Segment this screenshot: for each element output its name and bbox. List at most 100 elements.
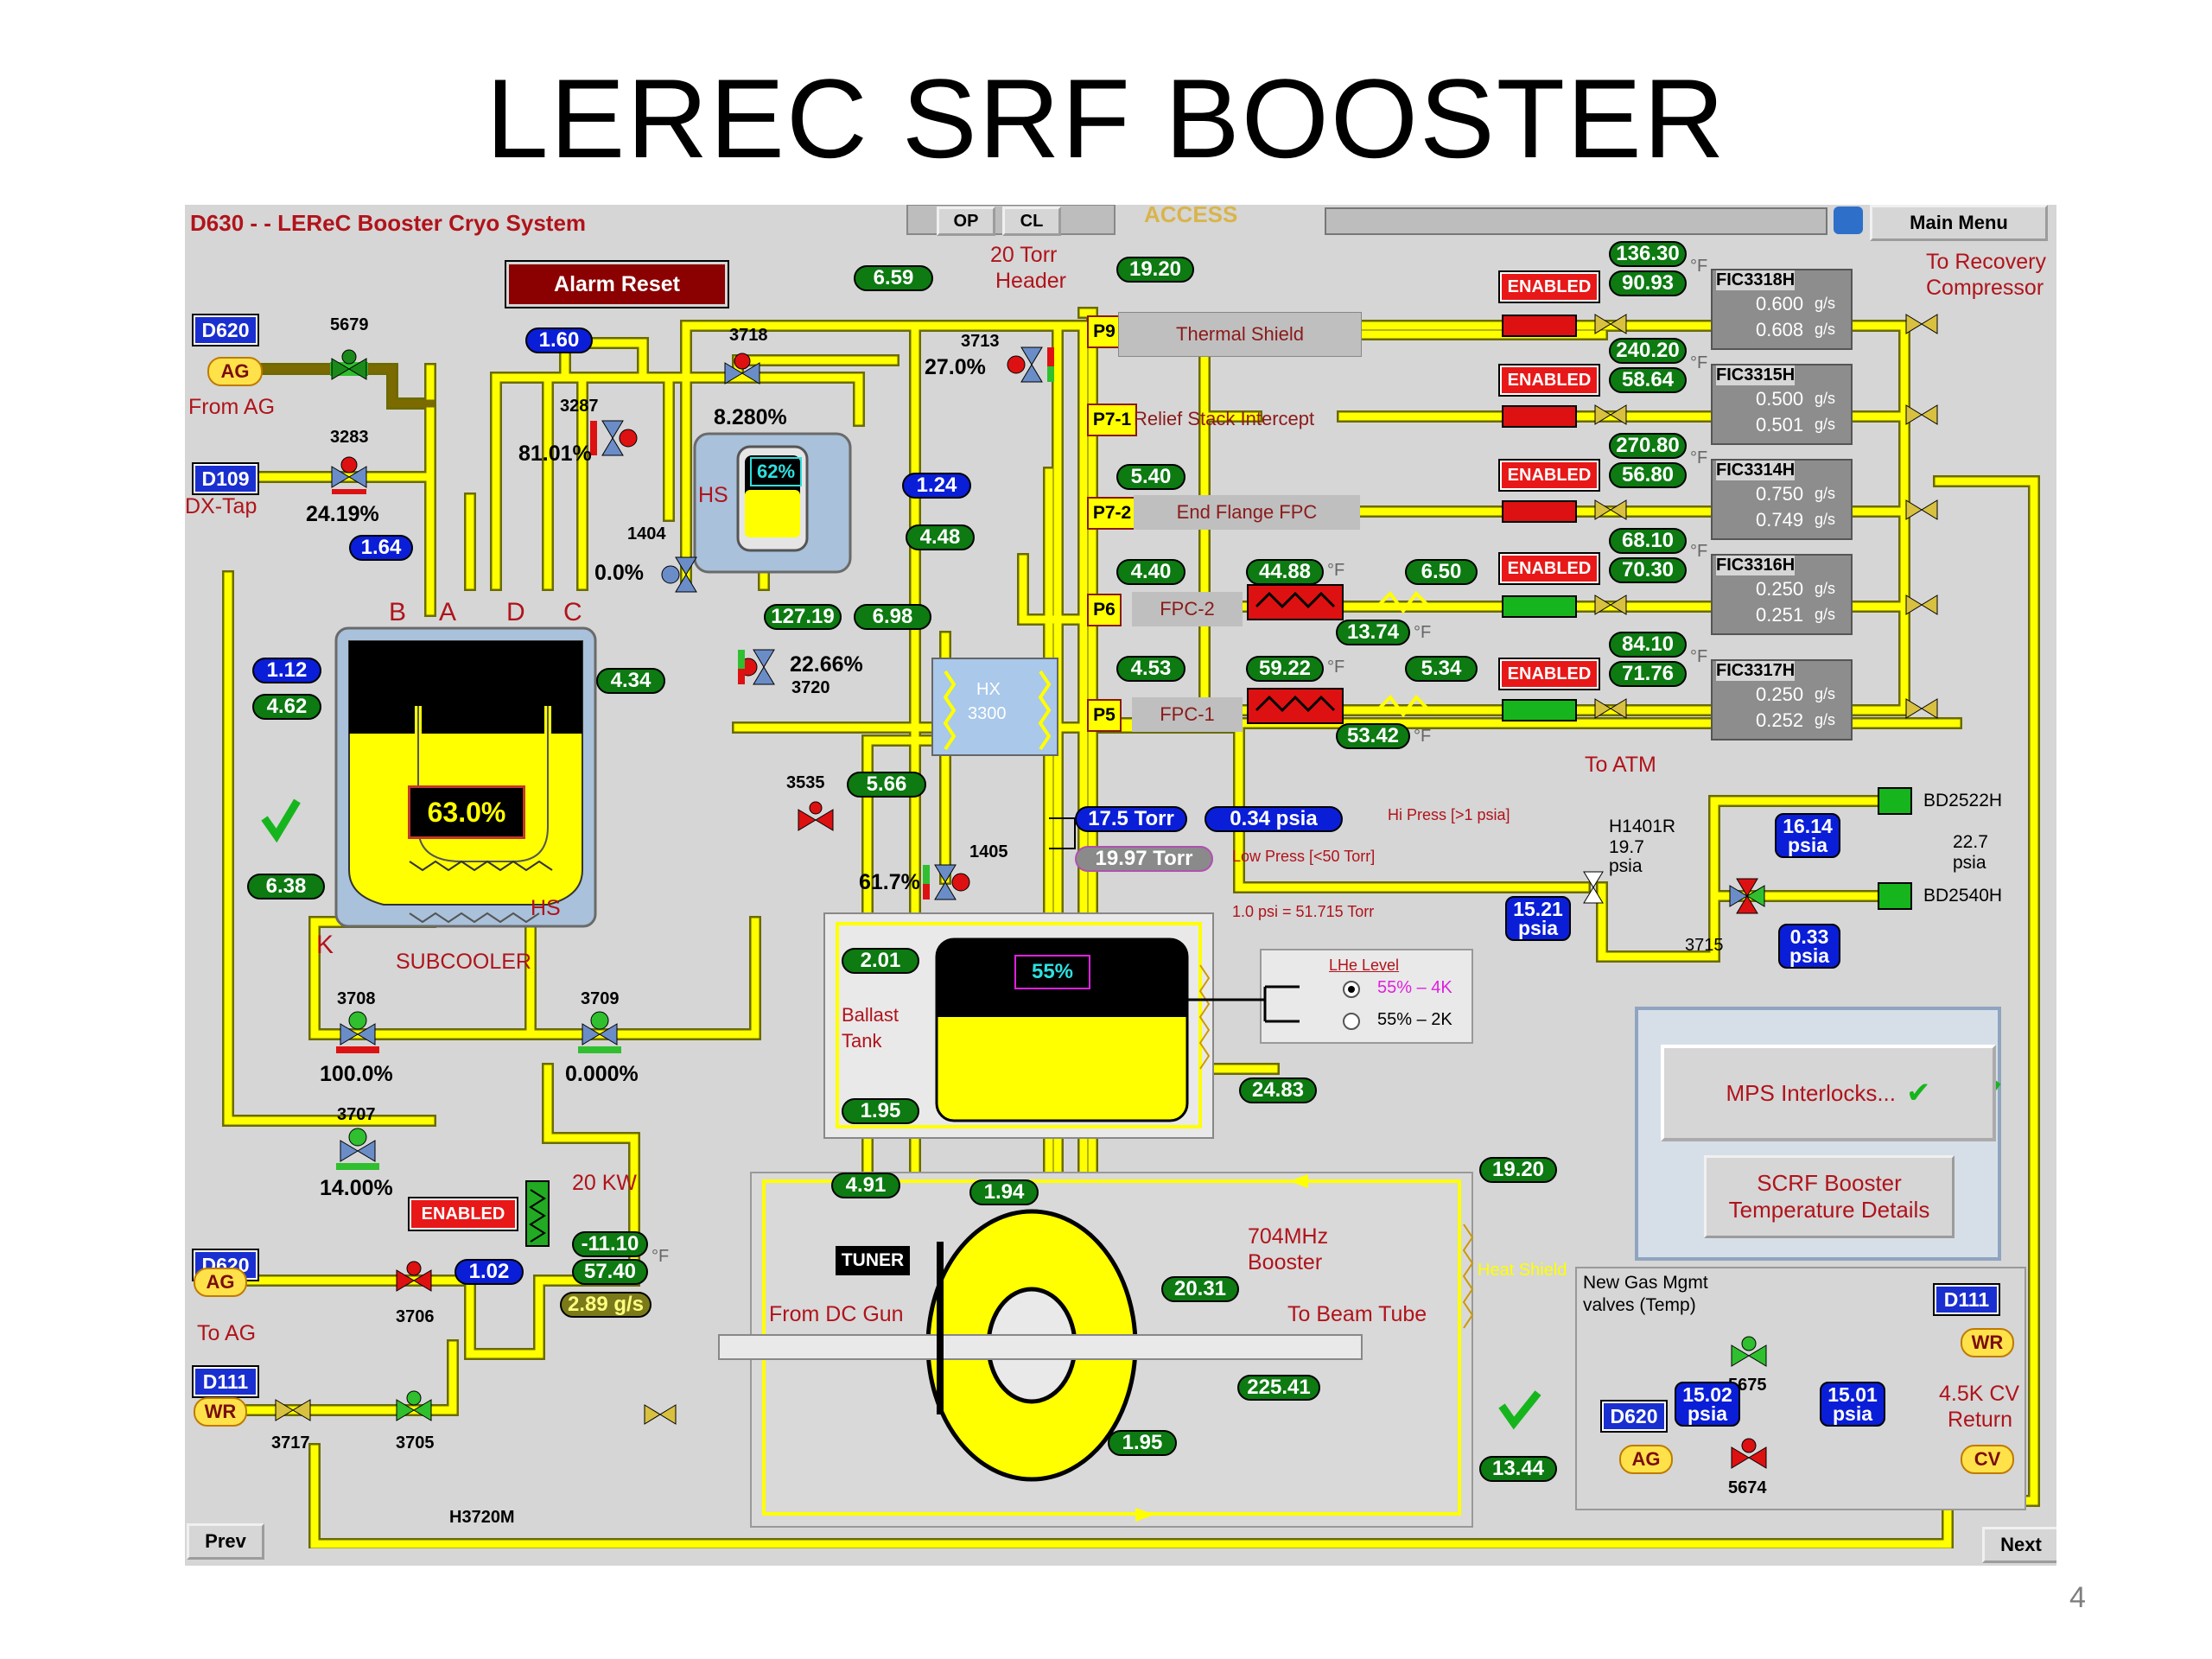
tag-d111-right[interactable]: D111 [1933, 1283, 2000, 1316]
deg-f-8: °F [1414, 623, 1432, 642]
reading-56-80: 56.80 [1609, 462, 1687, 488]
deg-f-10: °F [652, 1247, 670, 1266]
ballast-label-2: Tank [842, 1030, 882, 1052]
reading-1-02: 1.02 [454, 1259, 524, 1285]
ballast-level-display: 55% [1014, 955, 1090, 989]
cl-button[interactable]: CL [1002, 207, 1061, 236]
valve-3535-label: 3535 [786, 773, 825, 792]
valve-3287-label: 3287 [560, 397, 599, 416]
heater-enabled-p5[interactable]: ENABLED [1498, 658, 1600, 690]
h3720m-label: H3720M [449, 1508, 515, 1527]
tag-d111-left[interactable]: D111 [192, 1365, 259, 1398]
reading-4-48: 4.48 [906, 524, 975, 550]
reading-19-20-right: 19.20 [1479, 1157, 1557, 1183]
line-end-flange-fpc: End Flange FPC [1134, 495, 1360, 530]
valve-3708-opening: 100.0% [320, 1062, 393, 1086]
mps-interlocks-button[interactable]: MPS Interlocks...✔ [1661, 1045, 1996, 1141]
reading-136-30: 136.30 [1609, 241, 1687, 267]
check-icon: ✔ [1906, 1077, 1931, 1109]
reading-20-31: 20.31 [1161, 1276, 1239, 1302]
reading-6-50: 6.50 [1405, 559, 1478, 585]
heater-enabled-p7-1[interactable]: ENABLED [1498, 364, 1600, 397]
return-label-1: 4.5K CV [1939, 1382, 2020, 1406]
hs-label-vessel: HS [698, 483, 728, 507]
valve-3707-label: 3707 [337, 1105, 376, 1124]
deg-f-7: °F [1327, 658, 1345, 677]
to-beam-tube-label: To Beam Tube [1287, 1302, 1427, 1326]
ag-connector-mid[interactable]: AG [194, 1268, 247, 1297]
h1401r-unit: psia [1609, 856, 1643, 876]
heat-shield-label: Heat Shield [1478, 1261, 1567, 1280]
subcooler-label: SUBCOOLER [396, 950, 531, 974]
port-c-label: C [563, 598, 582, 626]
heater-enabled-20kw[interactable]: ENABLED [408, 1197, 518, 1231]
new-gas-label-2: valves (Temp) [1583, 1295, 1696, 1315]
return-label-2: Return [1948, 1408, 2013, 1432]
tag-d109[interactable]: D109 [192, 462, 259, 495]
port-a-label: A [439, 598, 457, 626]
tag-d620-right[interactable]: D620 [1600, 1400, 1668, 1433]
valve-3283-label: 3283 [330, 428, 369, 447]
valve-1404-opening: 0.0% [594, 561, 644, 585]
reading-minus-11-10: -11.10 [572, 1231, 648, 1257]
header-20torr-label-2: Header [995, 269, 1066, 293]
wr-connector-right[interactable]: WR [1961, 1328, 2014, 1357]
port-p5: P5 [1087, 699, 1122, 732]
ag-connector-right[interactable]: AG [1619, 1445, 1673, 1474]
refresh-icon[interactable] [1834, 207, 1863, 234]
valve-3718-opening: 8.280% [714, 405, 787, 429]
reading-17-5-torr: 17.5 Torr [1075, 806, 1187, 832]
valve-1405-label: 1405 [969, 842, 1008, 861]
reading-13-44: 13.44 [1479, 1456, 1557, 1482]
lhe-4k-option[interactable]: 55% – 4K [1377, 978, 1452, 997]
hs-level-display: 62% [750, 457, 802, 486]
heater-enabled-p6[interactable]: ENABLED [1498, 552, 1600, 585]
valve-1404-label: 1404 [627, 524, 666, 543]
ag-connector-top[interactable]: AG [207, 357, 263, 386]
lhe-2k-option[interactable]: 55% – 2K [1377, 1010, 1452, 1029]
to-recovery-label-1: To Recovery [1926, 250, 2046, 274]
from-dc-gun-label: From DC Gun [769, 1302, 904, 1326]
valve-3713-label: 3713 [961, 332, 1000, 351]
heater-enabled-p7-2[interactable]: ENABLED [1498, 459, 1600, 492]
op-button[interactable]: OP [937, 207, 995, 236]
valve-3705-label: 3705 [396, 1433, 435, 1452]
reading-1-24: 1.24 [902, 473, 971, 499]
next-button[interactable]: Next [1982, 1527, 2056, 1563]
hx-label-2: 3300 [968, 704, 1007, 723]
header-20torr-label-1: 20 Torr [990, 243, 1058, 267]
port-p7-2: P7-2 [1087, 497, 1137, 530]
tag-d620-top[interactable]: D620 [192, 314, 259, 346]
bd-psia-unit: psia [1953, 853, 1986, 873]
heater-enabled-p9[interactable]: ENABLED [1498, 270, 1600, 303]
lhe-level-label: LHe Level [1329, 957, 1400, 974]
conversion-label: 1.0 psi = 51.715 Torr [1232, 903, 1375, 920]
line-thermal-shield: Thermal Shield [1118, 312, 1362, 357]
reading-270-80: 270.80 [1609, 433, 1687, 459]
alarm-reset-button[interactable]: Alarm Reset [505, 260, 729, 308]
wr-connector-left[interactable]: WR [194, 1397, 247, 1427]
low-press-label: Low Press [<50 Torr] [1232, 848, 1376, 865]
reading-44-88: 44.88 [1246, 559, 1324, 585]
reading-90-93: 90.93 [1609, 270, 1687, 296]
main-menu-button[interactable]: Main Menu [1870, 205, 2048, 241]
valve-3715-label: 3715 [1685, 936, 1724, 955]
reading-5-66: 5.66 [847, 772, 926, 798]
reading-57-40: 57.40 [572, 1259, 648, 1285]
new-gas-label-1: New Gas Mgmt [1583, 1273, 1708, 1293]
screen-title: D630 - - LEReC Booster Cryo System [190, 210, 587, 236]
cv-connector-right[interactable]: CV [1961, 1445, 2014, 1474]
reading-6-38: 6.38 [247, 874, 325, 899]
prev-button[interactable]: Prev [187, 1523, 264, 1560]
valve-glyphs [275, 314, 1938, 1469]
reading-68-10: 68.10 [1609, 528, 1687, 554]
